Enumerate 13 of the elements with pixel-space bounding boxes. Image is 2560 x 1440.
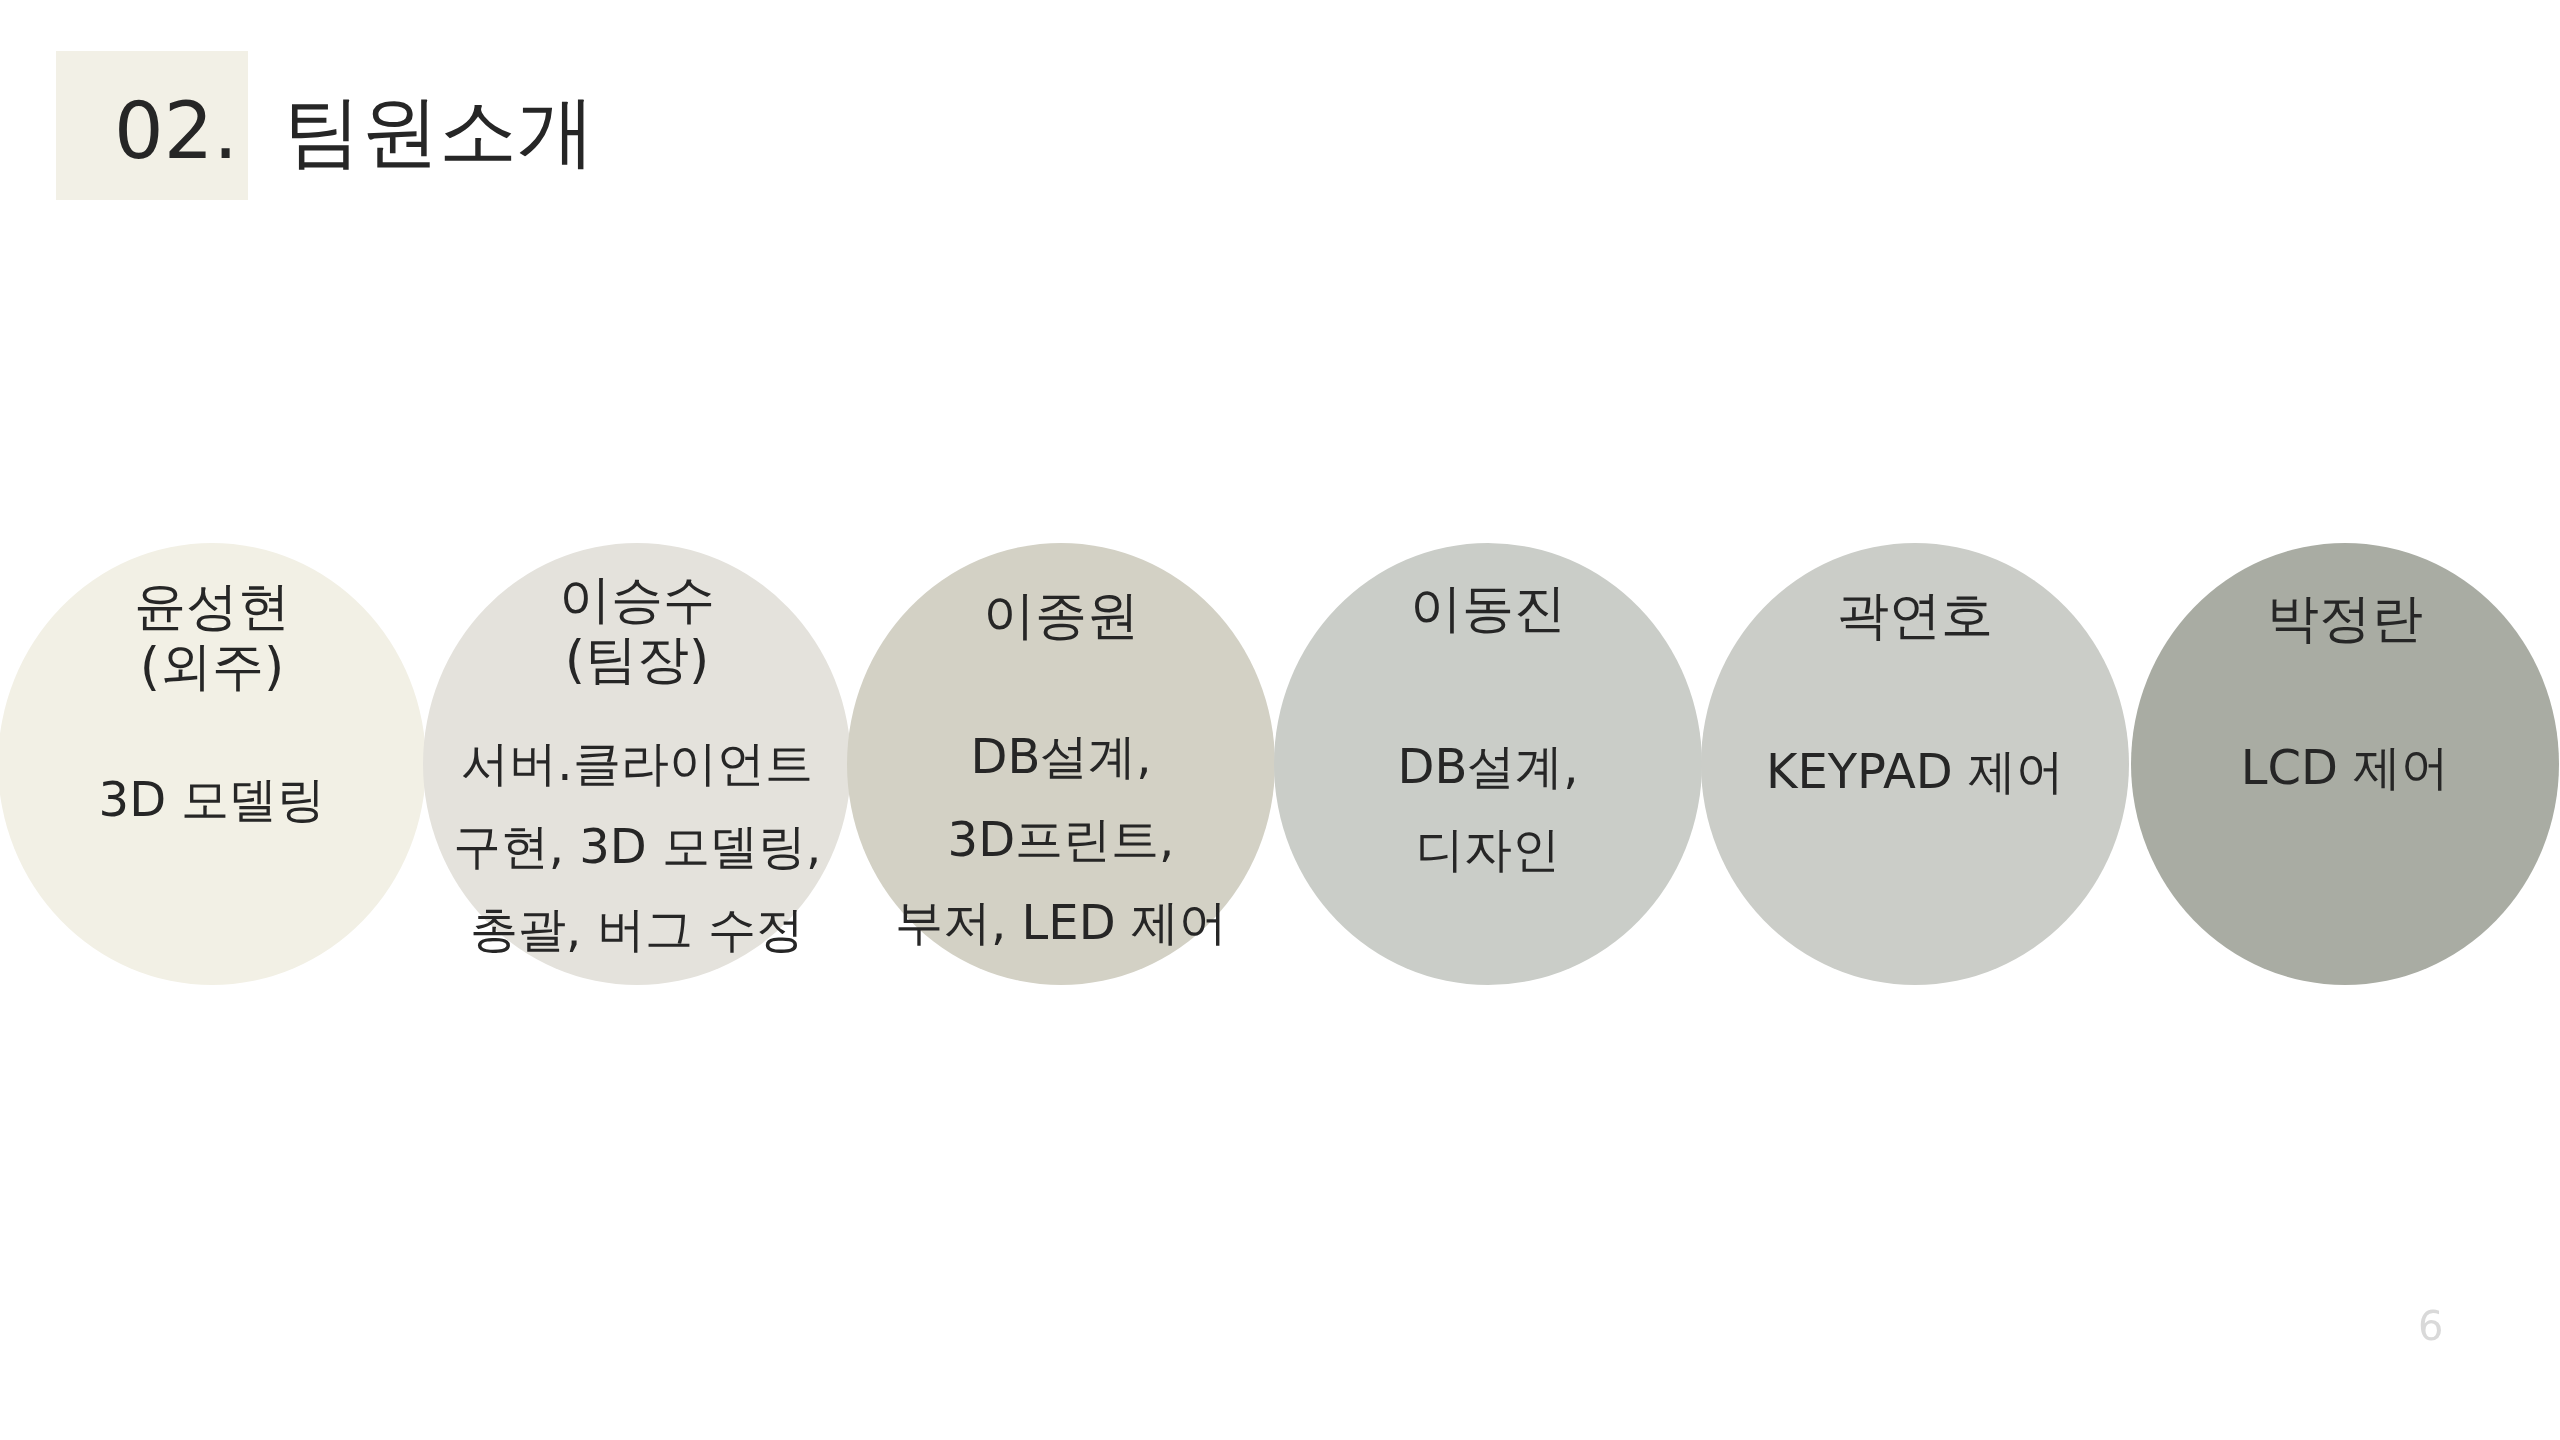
member-role: DB설계, 디자인 <box>1396 737 1580 879</box>
member-name: 이승수 (팀장) <box>558 569 716 689</box>
member-role: KEYPAD 제어 <box>1764 742 2066 801</box>
member-role: 서버.클라이언트 구현, 3D 모델링, 총괄, 버그 수정 <box>451 734 823 959</box>
member-name: 윤성현 (외주) <box>133 576 291 696</box>
member-name: 곽연호 <box>1836 585 1994 645</box>
member-role: LCD 제어 <box>2239 738 2451 797</box>
member-name: 이종원 <box>982 585 1140 645</box>
member-role: DB설계, 3D프린트, 부저, LED 제어 <box>894 727 1228 952</box>
member-name: 이동진 <box>1409 578 1567 638</box>
member-name: 박정란 <box>2266 588 2424 648</box>
title-heading: 02. 팀원소개 <box>114 92 595 170</box>
member-role: 3D 모델링 <box>97 770 327 829</box>
